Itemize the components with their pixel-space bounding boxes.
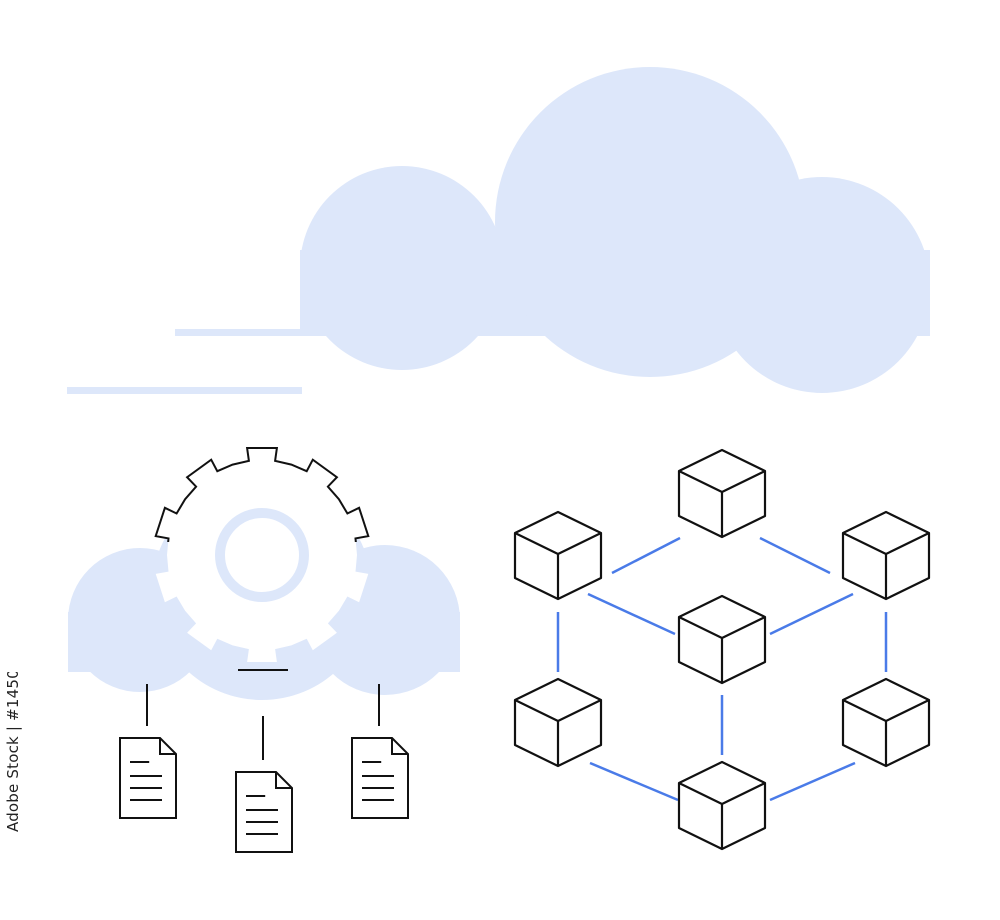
cube-icon (677, 594, 767, 685)
documents-group (119, 737, 409, 853)
gear-icon (154, 447, 370, 662)
cube-icon (841, 677, 931, 768)
gear-outline (154, 447, 370, 542)
cube-icon (513, 677, 603, 768)
blockchain-network-icon (513, 448, 931, 851)
speed-line (67, 387, 302, 394)
cube-icon (841, 510, 931, 601)
document-icon (119, 737, 177, 819)
document-connectors (146, 669, 380, 760)
cube-icon (677, 760, 767, 851)
watermark: Adobe Stock | #1450378233 (0, 672, 36, 832)
large-cloud-icon (175, 67, 930, 393)
network-connectors (556, 536, 888, 802)
watermark-text: Adobe Stock | #1450378233 (4, 672, 22, 832)
cube-icon (513, 510, 603, 601)
cube-icon (677, 448, 767, 539)
document-icon (351, 737, 409, 819)
document-icon (235, 771, 293, 853)
